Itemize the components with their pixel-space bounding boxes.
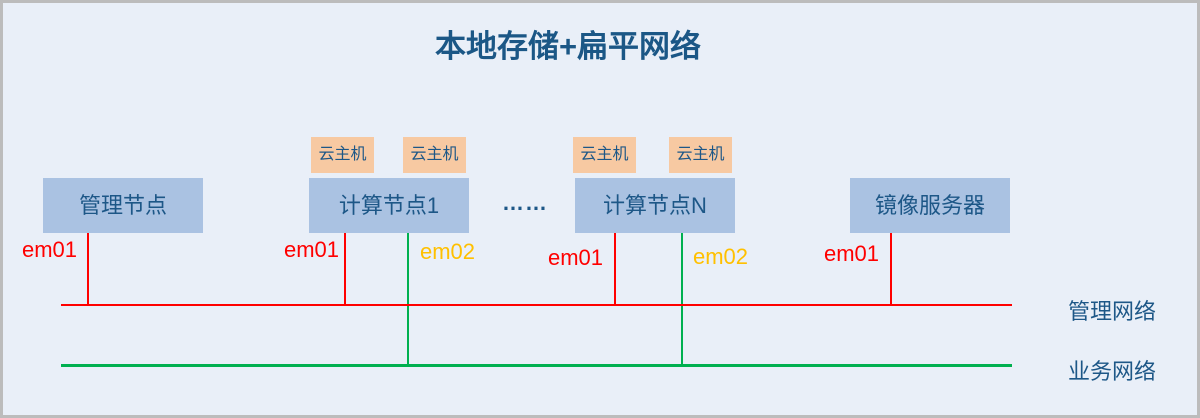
business-network-label: 业务网络: [1068, 359, 1157, 384]
nic-label-em01: em01: [22, 237, 78, 262]
nic-label-em01: em01: [824, 241, 880, 266]
nic-label-em01: em01: [548, 245, 604, 270]
mirror-server-em01-line: [890, 233, 892, 305]
compute-node-1-em02-line: [407, 233, 409, 365]
compute-node-1-em01-line: [344, 233, 346, 305]
cloud-host-box: 云主机: [311, 137, 374, 173]
more-nodes-ellipsis: ……: [502, 190, 548, 215]
diagram-title: 本地存储+扁平网络: [434, 29, 702, 64]
compute-node-n-em01-line: [614, 233, 616, 305]
node-box-mirror-server: 镜像服务器: [850, 178, 1010, 233]
compute-node-n-em02-line: [681, 233, 683, 365]
node-box-management-node: 管理节点: [43, 178, 203, 233]
management-network-label: 管理网络: [1068, 299, 1157, 324]
nic-label-em02: em02: [693, 244, 749, 269]
management-network-line: [61, 304, 1012, 306]
nic-label-em02: em02: [420, 239, 476, 264]
node-box-compute-node-n: 计算节点N: [575, 178, 735, 233]
nic-label-em01: em01: [284, 237, 340, 262]
cloud-host-box: 云主机: [669, 137, 732, 173]
cloud-host-box: 云主机: [573, 137, 636, 173]
cloud-host-box: 云主机: [403, 137, 466, 173]
business-network-line: [61, 363, 1012, 367]
management-node-em01-line: [87, 233, 89, 305]
node-box-compute-node-1: 计算节点1: [309, 178, 469, 233]
